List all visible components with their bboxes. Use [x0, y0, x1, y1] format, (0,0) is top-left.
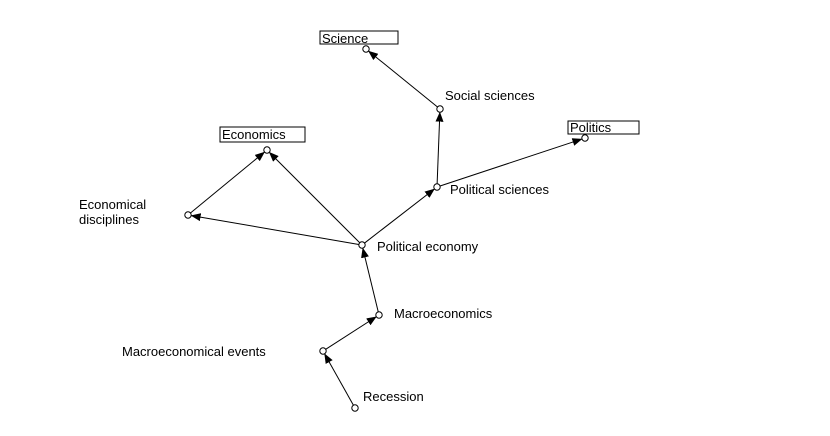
node-label-text: Political sciences	[450, 182, 549, 197]
edges-layer	[190, 50, 583, 406]
label-box	[219, 126, 306, 143]
label-box	[319, 30, 399, 45]
edge-macroeconomics-to-political-economy	[361, 247, 379, 313]
edge-political-sciences-to-politics	[439, 138, 583, 187]
node-marker	[581, 134, 589, 142]
edge-political-sciences-to-social-sciences	[435, 111, 444, 184]
node-economical-disciplines	[184, 211, 192, 219]
nodes-layer	[184, 45, 589, 412]
node-marker	[263, 146, 271, 154]
label-political-economy: Political economy	[377, 239, 479, 254]
node-marker	[362, 45, 370, 53]
node-label-text: Social sciences	[445, 88, 535, 103]
label-box	[567, 120, 640, 135]
label-economics: Economics	[219, 126, 306, 143]
node-marker	[436, 105, 444, 113]
node-social-sciences	[436, 105, 444, 113]
label-science: Science	[319, 30, 399, 46]
node-recession	[351, 404, 359, 412]
node-label-text: Economics	[222, 127, 286, 142]
node-politics	[581, 134, 589, 142]
node-label-text: Political economy	[377, 239, 479, 254]
edge-social-sciences-to-science	[368, 50, 438, 108]
node-label-text: Economical	[79, 197, 146, 212]
label-political-sciences: Political sciences	[450, 182, 549, 197]
node-political-sciences	[433, 183, 441, 191]
node-science	[362, 45, 370, 53]
label-macroeconomics: Macroeconomics	[394, 306, 493, 321]
node-label-text: Macroeconomics	[394, 306, 493, 321]
node-marker	[184, 211, 192, 219]
edge-political-economy-to-political-sciences	[364, 188, 435, 244]
edge-recession-to-macroeconomical-events	[324, 353, 354, 406]
node-label-text: Science	[322, 31, 368, 46]
node-economics	[263, 146, 271, 154]
label-social-sciences: Social sciences	[445, 88, 535, 103]
edge-economical-disciplines-to-economics	[190, 151, 265, 214]
node-marker	[375, 311, 383, 319]
edge-macroeconomical-events-to-macroeconomics	[325, 316, 377, 350]
label-recession: Recession	[363, 389, 424, 404]
node-label-text: disciplines	[79, 212, 139, 227]
node-label-text: Politics	[570, 120, 612, 135]
node-marker	[319, 347, 327, 355]
label-politics: Politics	[567, 120, 640, 135]
label-macroeconomical-events: Macroeconomical events	[122, 344, 266, 359]
edge-political-economy-to-economics	[268, 151, 361, 244]
node-macroeconomics	[375, 311, 383, 319]
node-label-text: Recession	[363, 389, 424, 404]
node-macroeconomical-events	[319, 347, 327, 355]
edge-political-economy-to-economical-disciplines	[190, 213, 359, 245]
node-marker	[433, 183, 441, 191]
node-marker	[351, 404, 359, 412]
node-marker	[358, 241, 366, 249]
node-political-economy	[358, 241, 366, 249]
node-label-text: Macroeconomical events	[122, 344, 266, 359]
